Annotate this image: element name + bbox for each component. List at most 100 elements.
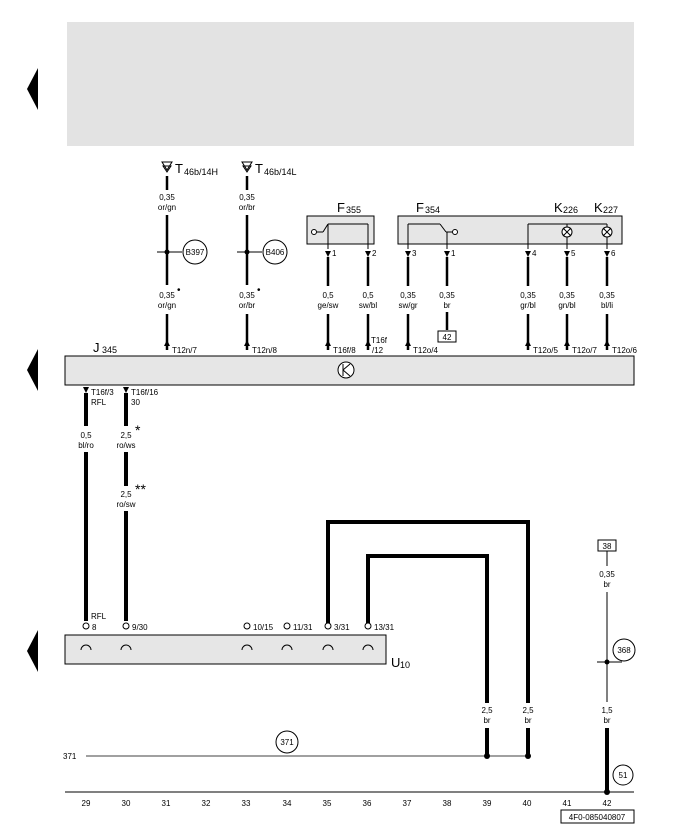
svg-text:0,5: 0,5: [362, 291, 374, 300]
ref-box-42[interactable]: 42: [437, 330, 457, 343]
svg-text:br: br: [603, 580, 610, 589]
svg-text:0,35: 0,35: [439, 291, 455, 300]
splice-368[interactable]: 368: [612, 638, 636, 662]
svg-text:or/br: or/br: [239, 301, 256, 310]
svg-text:2: 2: [372, 249, 377, 258]
svg-text:38: 38: [443, 799, 452, 808]
svg-text:sw/gr: sw/gr: [398, 301, 417, 310]
lamp-k226[interactable]: K 226: [527, 200, 578, 249]
svg-text:30: 30: [131, 398, 140, 407]
wire-or-br: 0,35 or/br 0,35 or/br • B406 T12n/8: [237, 176, 288, 355]
svg-text:10/15: 10/15: [253, 623, 274, 632]
ref-box-38[interactable]: 38: [597, 539, 617, 552]
svg-text:br: br: [483, 716, 490, 725]
section-marker-1[interactable]: [27, 68, 38, 110]
svg-text:or/gn: or/gn: [158, 301, 176, 310]
svg-text:0,35: 0,35: [520, 291, 536, 300]
svg-text:F: F: [416, 200, 424, 215]
svg-text:or/br: or/br: [239, 203, 256, 212]
ground-wire-inner: 2,5 br: [366, 554, 493, 759]
svg-text:B406: B406: [266, 248, 285, 257]
ground-point-51[interactable]: 51: [612, 764, 634, 786]
svg-text:46b/14L: 46b/14L: [264, 167, 297, 177]
svg-text:bl/ro: bl/ro: [78, 441, 94, 450]
svg-text:T16f/3: T16f/3: [91, 388, 114, 397]
svg-text:T: T: [255, 161, 263, 176]
ground-line-371: 371 371: [63, 730, 528, 761]
svg-text:T: T: [175, 161, 183, 176]
section-marker-2[interactable]: [27, 349, 38, 391]
svg-text:29: 29: [82, 799, 91, 808]
svg-text:br: br: [524, 716, 531, 725]
svg-text:32: 32: [202, 799, 211, 808]
svg-text:30: 30: [122, 799, 131, 808]
svg-text:2,5: 2,5: [481, 706, 493, 715]
connector-t46b-14h: T 46b/14H: [161, 161, 218, 177]
u10-pin-13-31: 13/31: [364, 622, 395, 632]
footer-numbers: 29 30 31 32 33 34 35 36 37 38 39 40 41 4…: [82, 799, 612, 808]
splice-b406[interactable]: B406: [262, 239, 288, 265]
svg-text:ro/ws: ro/ws: [116, 441, 135, 450]
lamp-k227[interactable]: K 227: [567, 200, 618, 249]
svg-text:371: 371: [63, 752, 77, 761]
svg-text:0,35: 0,35: [599, 291, 615, 300]
splice-b397[interactable]: B397: [182, 239, 208, 265]
wire-bl-li: 6 0,35 bl/li T12o/6: [599, 249, 637, 355]
svg-text:36: 36: [363, 799, 372, 808]
svg-text:U: U: [391, 655, 400, 670]
svg-text:11/31: 11/31: [293, 623, 313, 632]
svg-text:35: 35: [323, 799, 332, 808]
wire-sw-bl: 2 0,5 sw/bl T16f /12: [359, 249, 388, 355]
svg-text:41: 41: [563, 799, 572, 808]
svg-text:4F0-085040807: 4F0-085040807: [569, 813, 626, 822]
wire-or-gn: 0,35 or/gn 0,35 or/gn • B397 T12n/7: [157, 176, 208, 355]
svg-text:368: 368: [617, 646, 631, 655]
switch-f355[interactable]: F 355: [306, 200, 375, 249]
svg-text:0,35: 0,35: [400, 291, 416, 300]
svg-text:3/31: 3/31: [334, 623, 350, 632]
svg-text:B397: B397: [186, 248, 205, 257]
svg-text:0,35: 0,35: [599, 570, 615, 579]
electronics-icon: [337, 361, 355, 379]
svg-text:8: 8: [92, 623, 97, 632]
svg-text:ge/sw: ge/sw: [318, 301, 339, 310]
svg-text:4: 4: [532, 249, 537, 258]
svg-text:T12o/5: T12o/5: [533, 346, 558, 355]
wire-br-right: 38 0,35 br 368 1,5 br 51: [597, 539, 636, 795]
control-unit-j345[interactable]: J 345: [64, 340, 635, 386]
svg-text:0,35: 0,35: [159, 193, 175, 202]
svg-text:227: 227: [603, 205, 618, 215]
svg-text:*: *: [135, 422, 141, 438]
svg-text:br: br: [443, 301, 450, 310]
u10-pin-10-15: 10/15: [243, 622, 274, 632]
u10-pin-11-31: 11/31: [283, 622, 313, 632]
svg-text:T16f/16: T16f/16: [131, 388, 159, 397]
svg-text:38: 38: [603, 542, 612, 551]
svg-text:39: 39: [483, 799, 492, 808]
svg-text:•: •: [257, 285, 261, 296]
wire-ge-sw: 1 0,5 ge/sw T16f/8: [318, 249, 357, 355]
svg-text:/12: /12: [372, 346, 384, 355]
svg-text:**: **: [135, 481, 146, 497]
svg-text:F: F: [337, 200, 345, 215]
svg-text:13/31: 13/31: [374, 623, 395, 632]
svg-text:1: 1: [332, 249, 337, 258]
svg-text:371: 371: [280, 738, 294, 747]
wire-br-42: 1 0,35 br 42: [437, 249, 457, 343]
connector-t46b-14l: T 46b/14L: [241, 161, 297, 177]
svg-text:or/gn: or/gn: [158, 203, 176, 212]
svg-text:K: K: [554, 200, 563, 215]
section-marker-3[interactable]: [27, 630, 38, 672]
svg-text:ro/sw: ro/sw: [116, 500, 135, 509]
ground-ref-371[interactable]: 371: [275, 730, 299, 754]
svg-text:•: •: [177, 285, 181, 296]
svg-text:bl/li: bl/li: [601, 301, 613, 310]
svg-text:gn/bl: gn/bl: [558, 301, 576, 310]
svg-text:T16f: T16f: [371, 336, 388, 345]
switch-f354[interactable]: F 354: [397, 200, 623, 249]
svg-text:T12o/7: T12o/7: [572, 346, 597, 355]
svg-text:0,5: 0,5: [322, 291, 334, 300]
wire-bl-ro: T16f/3 RFL 0,5 bl/ro RFL 8: [78, 387, 114, 632]
svg-text:gr/bl: gr/bl: [520, 301, 536, 310]
component-u10[interactable]: U 10: [64, 634, 410, 670]
